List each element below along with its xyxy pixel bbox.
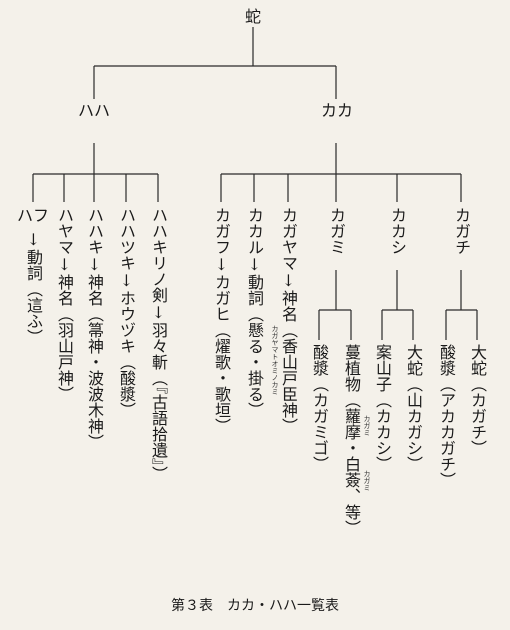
kaka-child-head: カカル <box>245 207 264 255</box>
haha-child-head: ハハツキ <box>117 207 136 271</box>
leaf-name: 酸漿 <box>310 344 329 376</box>
branch-kaka: カカ <box>321 101 354 120</box>
leaf-column: 大蛇（山カガシ） <box>404 344 423 472</box>
kaka-child-paren: （懸る・掛る） <box>245 306 264 418</box>
kaka-child-desc: カガヒ <box>212 274 231 322</box>
table-caption: 第３表 カカ・ハハ一覧表 <box>171 598 339 614</box>
haha-child-column: ハヤマ↓神名（羽山戸神） <box>55 207 74 402</box>
leaf-name: 案山子 <box>373 344 392 392</box>
leaf-column: 大蛇（カガチ） <box>468 344 487 456</box>
haha-child-desc: 神名 <box>85 274 104 306</box>
leaf-name: 大蛇 <box>468 344 487 376</box>
leaf-column: 案山子（カカシ） <box>373 344 392 472</box>
kaka-child-head: カガヤマ <box>279 207 298 271</box>
haha-child-column: ↓動詞（這ふ） <box>24 230 43 345</box>
kaka-child-head: カガミ <box>327 207 346 255</box>
kaka-child-desc: 動詞 <box>245 274 264 306</box>
branch-haha: ハハ <box>78 101 111 120</box>
haha-child-column: ハハキリノ剣↓羽々斬（『古語拾遺』） <box>149 207 168 482</box>
arrow-icon: ↓ <box>245 255 264 274</box>
haha-child-paren: （酸漿） <box>117 354 136 418</box>
haha-child-head: ハフ <box>17 206 50 225</box>
haha-child-desc: 動詞 <box>24 249 43 281</box>
haha-child-column: ハハツキ↓ホウヅキ（酸漿） <box>117 207 136 418</box>
arrow-icon: ↓ <box>212 255 231 274</box>
leaf-name: 蔓植物 <box>342 344 361 392</box>
leaf-column: 酸漿（カガミゴ） <box>310 344 329 472</box>
haha-child-head: ハヤマ <box>55 207 74 255</box>
haha-child-desc: ホウヅキ <box>117 290 136 354</box>
root-node: 蛇 <box>245 7 262 26</box>
haha-child-desc: 羽々斬 <box>149 322 168 370</box>
kaka-child-head: カカシ <box>388 207 407 255</box>
kaka-child-column: カガヤマ↓神名（香山戸臣神） <box>279 207 298 434</box>
haha-child-head: ハハキリノ剣 <box>149 207 168 303</box>
leaf-paren: （山カガシ） <box>404 376 423 472</box>
kaka-child-paren: （燿歌・歌垣） <box>212 322 231 434</box>
haha-child-paren: （箒神・波波木神） <box>85 306 104 450</box>
kaka-child-desc: 神名 <box>279 290 298 322</box>
kaka-child-head: カガフ <box>212 207 231 255</box>
arrow-icon: ↓ <box>24 230 43 249</box>
haha-child-paren: （『古語拾遺』） <box>149 370 168 482</box>
leaf-paren: （カガミゴ） <box>310 376 329 472</box>
leaf-paren: （蘿摩・白薟、等） <box>342 392 361 536</box>
haha-child-column: ハハキ↓神名（箒神・波波木神） <box>85 207 104 450</box>
leaf-column: 酸漿（アカカガチ） <box>437 344 456 488</box>
leaf-name: 酸漿 <box>437 344 456 376</box>
leaf-name: 大蛇 <box>404 344 423 376</box>
arrow-icon: ↓ <box>85 255 104 274</box>
kaka-child-column: カカル↓動詞（懸る・掛る） <box>245 207 264 418</box>
kaka-child-head: カガチ <box>452 207 471 255</box>
haha-child-paren: （羽山戸神） <box>55 306 74 402</box>
kaka-child-column: カガフ↓カガヒ（燿歌・歌垣） <box>212 207 231 434</box>
leaf-paren: （カガチ） <box>468 376 487 456</box>
arrow-icon: ↓ <box>55 255 74 274</box>
haha-child-head: ハハキ <box>85 207 104 255</box>
arrow-icon: ↓ <box>279 271 298 290</box>
arrow-icon: ↓ <box>149 303 168 322</box>
ruby-annotation: カガヤマトオミノカミ <box>271 325 279 395</box>
haha-child-paren: （這ふ） <box>24 281 43 345</box>
ruby-annotation: カガミ <box>363 470 371 491</box>
kaka-child-paren: （香山戸臣神） <box>279 322 298 434</box>
arrow-icon: ↓ <box>117 271 136 290</box>
leaf-paren: （カカシ） <box>373 392 392 472</box>
haha-child-desc: 神名 <box>55 274 74 306</box>
ruby-annotation: カガミ <box>363 415 371 436</box>
leaf-column: 蔓植物（蘿摩・白薟、等） <box>342 344 361 536</box>
leaf-paren: （アカカガチ） <box>437 376 456 488</box>
